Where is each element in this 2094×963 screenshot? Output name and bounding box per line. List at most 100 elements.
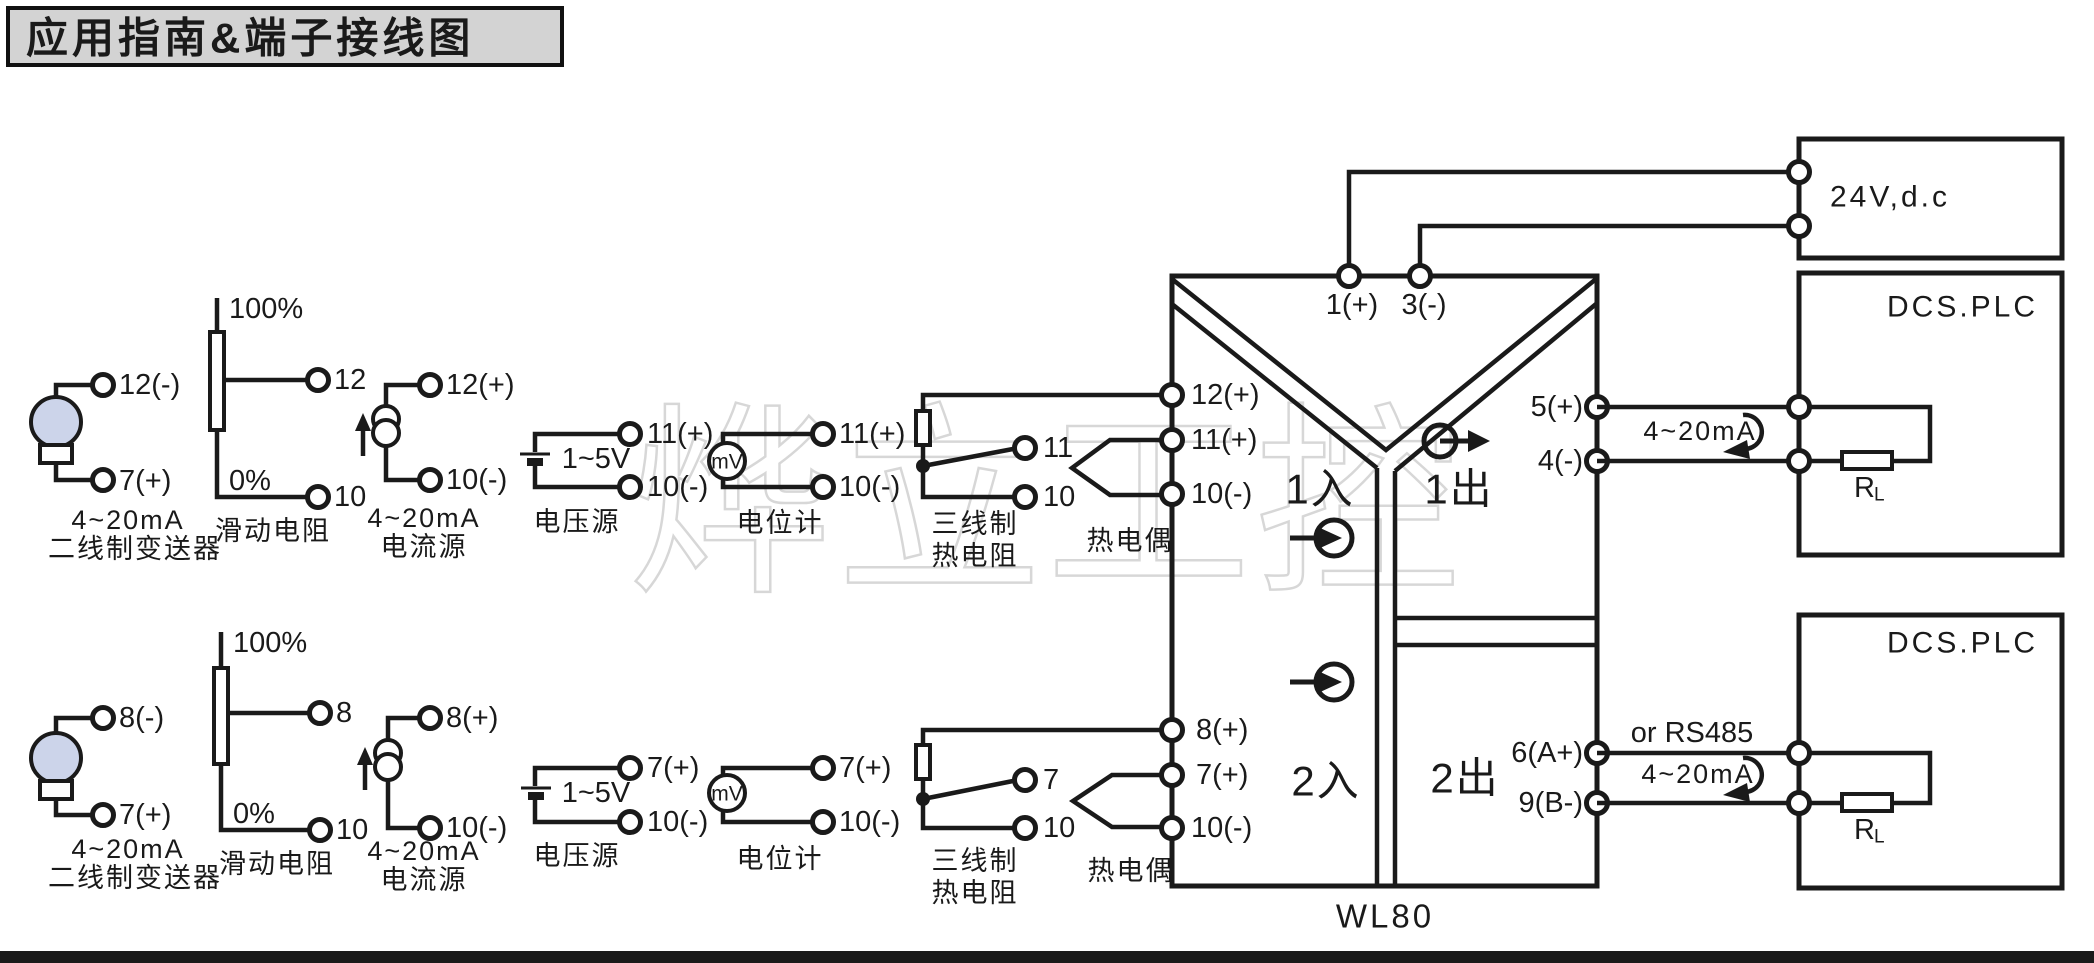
signal-label: 4~20mA — [71, 834, 184, 864]
transmitter-base-icon — [38, 443, 74, 465]
divider-line — [1393, 302, 1598, 473]
component-label: 滑动电阻 — [219, 849, 335, 879]
supply-outline — [1796, 136, 2065, 261]
terminal-label: 7(+) — [839, 752, 891, 784]
terminal — [1407, 263, 1433, 289]
thermocouple-icon — [1068, 772, 1162, 830]
wire — [1417, 223, 1798, 276]
power-terminal-label: 1(+) — [1326, 289, 1378, 321]
loop-arrow-icon — [1723, 755, 1765, 802]
terminal — [810, 755, 836, 781]
signal-label: 4~20mA — [1641, 759, 1754, 789]
power-terminal-label: 3(-) — [1401, 289, 1446, 321]
component-label: 电位计 — [737, 508, 824, 538]
terminal — [810, 809, 836, 835]
slide-resistor-ch2: 100% 0% 8 10 滑动电阻 — [212, 627, 368, 879]
terminal — [1012, 435, 1038, 461]
unit-label: mV — [711, 783, 743, 806]
section-label-in2: 2入 — [1291, 758, 1360, 805]
terminal-label: 10(-) — [446, 812, 507, 844]
wire — [922, 778, 1014, 802]
load-resistor-icon — [1840, 450, 1894, 471]
terminal-label: 10 — [334, 481, 366, 513]
terminal-label: 12(+) — [1191, 379, 1260, 411]
resistor-icon — [914, 743, 932, 781]
terminal-label: 10(-) — [647, 806, 708, 838]
two-wire-transmitter-ch2: 8(-) 7(+) 4~20mA 二线制变送器 — [29, 702, 222, 893]
dcs-plc-box-1: DCS.PLC R L 4~20mA — [1597, 270, 2065, 558]
output-flow-icon — [1421, 422, 1490, 460]
thermocouple-ch2: 热电偶 — [1068, 772, 1173, 886]
terminal — [1159, 762, 1185, 788]
terminal — [1159, 382, 1185, 408]
wire — [1799, 750, 1933, 806]
terminal-label: 11(+) — [647, 418, 713, 450]
terminal — [1159, 717, 1185, 743]
thermocouple-ch1: 热电偶 — [1068, 437, 1172, 556]
terminal — [305, 367, 331, 393]
terminal — [417, 467, 443, 493]
scale-label: 100% — [233, 627, 307, 659]
load-label-sub: L — [1874, 827, 1885, 848]
range-label: 1~5V — [562, 443, 631, 475]
transmitter-body-icon — [29, 731, 83, 785]
terminal-label: 10(-) — [446, 464, 507, 496]
component-label: 电流源 — [381, 865, 468, 895]
component-label: 三线制 — [932, 509, 1019, 539]
alt-signal-label: or RS485 — [1631, 717, 1754, 749]
component-label: 电位计 — [737, 844, 824, 874]
transmitter-body-icon — [29, 395, 83, 449]
current-source-ch1: 12(+) 10(-) 4~20mA 电流源 — [355, 369, 515, 562]
section-label-out2: 2出 — [1430, 755, 1499, 802]
load-label-sub: L — [1874, 485, 1885, 506]
terminal-label: 4(-) — [1538, 445, 1583, 477]
current-source-icon — [373, 752, 403, 782]
wire — [532, 800, 619, 825]
wire — [720, 809, 813, 825]
terminal-label: 12(+) — [446, 369, 515, 401]
terminal — [307, 817, 333, 843]
terminal — [90, 467, 116, 493]
terminal — [617, 421, 643, 447]
wire — [922, 446, 1014, 469]
direction-arrow-icon — [355, 413, 371, 431]
terminal — [810, 421, 836, 447]
power-supply-box: 24V,d.c — [1786, 136, 2065, 261]
component-label: 热电阻 — [932, 541, 1019, 571]
range-label: 1~5V — [562, 777, 631, 809]
thermocouple-icon — [1068, 437, 1162, 498]
terminal-label: 10 — [1043, 481, 1075, 513]
scale-label: 100% — [229, 293, 303, 325]
resistor-icon — [212, 666, 230, 766]
dcs-plc-box-2: DCS.PLC R L or RS485 4~20mA — [1597, 612, 2065, 891]
signal-label: 4~20mA — [1643, 416, 1756, 446]
page-title: 应用指南&端子接线图 — [26, 15, 474, 62]
terminal — [305, 484, 331, 510]
terminal-label: 8 — [336, 697, 352, 729]
terminal-label: 8(-) — [119, 702, 164, 734]
current-source-icon — [371, 418, 401, 448]
terminal-label: 11 — [1043, 432, 1073, 464]
wire — [920, 727, 1162, 745]
component-label: 滑动电阻 — [215, 516, 331, 546]
terminal — [1159, 481, 1185, 507]
dcs-label: DCS.PLC — [1887, 627, 2038, 660]
bottom-rule — [0, 951, 2094, 963]
terminal-label: 9(B-) — [1519, 787, 1583, 819]
watermark-text: 烨立工控 — [628, 390, 1464, 619]
component-label: 二线制变送器 — [48, 863, 222, 893]
terminal-label: 7(+) — [119, 799, 171, 831]
terminal — [90, 372, 116, 398]
terminal-label: 5(+) — [1531, 391, 1583, 423]
wire — [53, 799, 93, 818]
supply-label: 24V,d.c — [1830, 181, 1950, 214]
section-label-out1: 1出 — [1424, 466, 1493, 513]
terminal-label: 10 — [336, 814, 368, 846]
component-label: 电压源 — [534, 507, 621, 537]
wire — [218, 764, 309, 833]
device-outline — [1169, 273, 1600, 889]
device-model-label: WL80 — [1336, 898, 1434, 935]
terminal — [90, 705, 116, 731]
terminal-label: 11(+) — [839, 418, 905, 450]
current-source-ch2: 8(+) 10(-) 4~20mA 电流源 — [357, 702, 507, 895]
